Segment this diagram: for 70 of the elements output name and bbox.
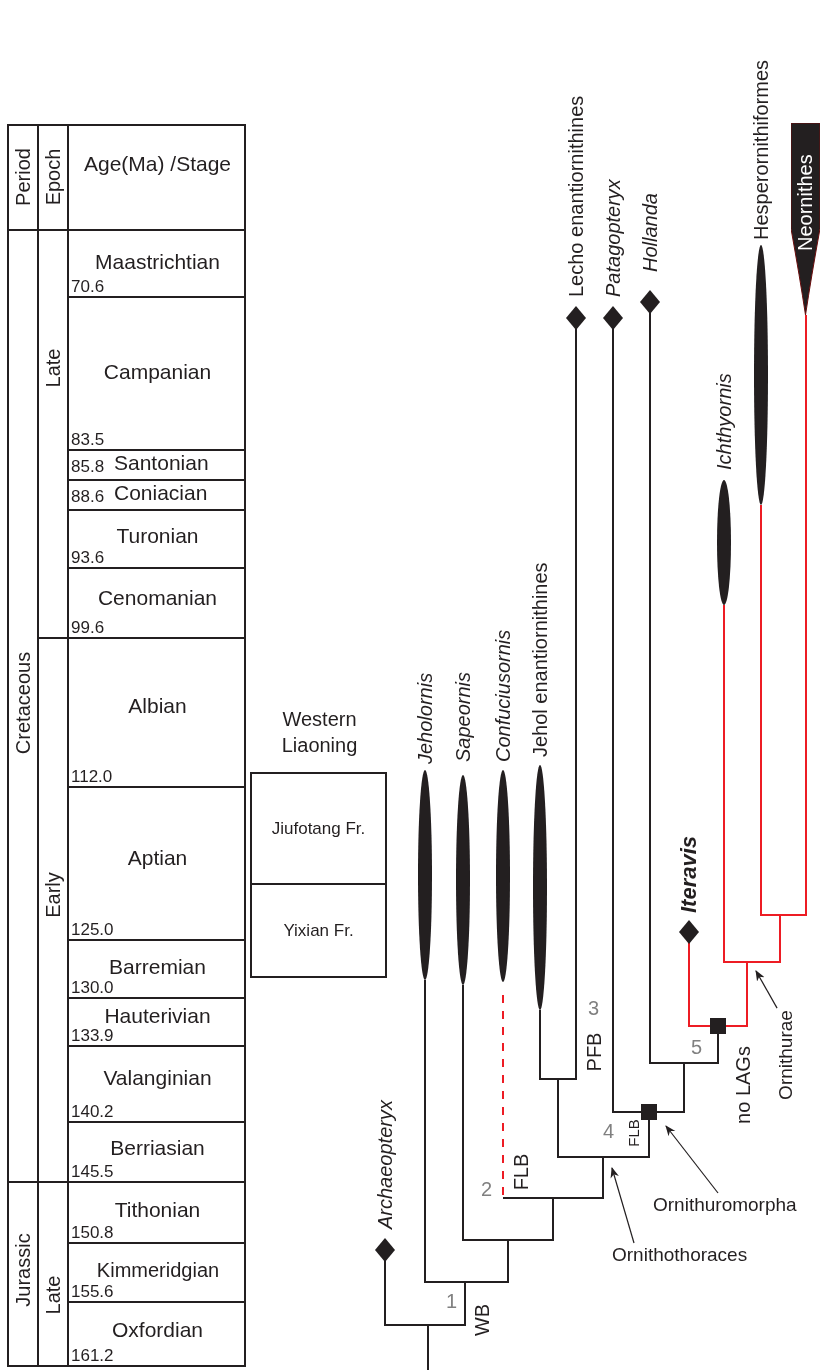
- formation-name: Yixian Fr.: [283, 920, 354, 941]
- age-value: 88.6: [71, 488, 105, 505]
- section-heading: Western Liaoning: [280, 707, 359, 758]
- node-number: 1: [446, 1290, 458, 1313]
- clade-label: Ornithothoraces: [612, 1244, 748, 1266]
- clade-label: Ornithurae: [775, 1010, 797, 1100]
- leader-arrow: [665, 1125, 719, 1194]
- age-value: 145.5: [71, 1163, 114, 1180]
- age-value: 150.8: [71, 1224, 114, 1241]
- age-value: 133.9: [71, 1027, 114, 1044]
- leader-arrow: [755, 970, 778, 1009]
- taxon-label: Ichthyornis: [712, 373, 736, 470]
- stage-label: Kimmeridgian: [95, 1259, 221, 1282]
- character-label: PFB: [582, 1032, 606, 1072]
- period-label: Jurassic: [11, 1233, 35, 1307]
- age-value: 161.2: [71, 1347, 114, 1364]
- column-header: Epoch: [41, 148, 65, 206]
- stage-label: Hauterivian: [103, 1004, 212, 1029]
- stage-label: Cenomanian: [96, 586, 219, 611]
- leader-arrow: [610, 1166, 635, 1244]
- taxon-label: Sapeornis: [451, 671, 475, 762]
- taxon-label: Jeholornis: [413, 672, 437, 764]
- stage-label: Valanginian: [102, 1066, 213, 1091]
- taxon-label: Patagopteryx: [601, 179, 625, 297]
- stage-label: Aptian: [126, 846, 189, 871]
- taxon-label: Lecho enantiornithines: [564, 95, 588, 297]
- character-label: WB: [470, 1303, 494, 1337]
- stage-label: Santonian: [114, 451, 209, 476]
- character-label: FLB: [509, 1153, 533, 1191]
- age-value: 155.6: [71, 1283, 114, 1300]
- taxon-label: Hollanda: [638, 193, 662, 272]
- stage-label: Coniacian: [114, 481, 208, 506]
- age-value: 125.0: [71, 921, 114, 938]
- column-header: Period: [11, 148, 35, 206]
- taxon-label: Confuciusornis: [491, 629, 515, 762]
- character-label: no LAGs: [731, 1046, 755, 1124]
- stage-label: Tithonian: [113, 1198, 202, 1223]
- taxon-label: Jehol enantiornithines: [528, 562, 552, 757]
- stage-label: Oxfordian: [110, 1318, 204, 1343]
- age-value: 112.0: [71, 768, 113, 785]
- node-number: 4: [603, 1121, 615, 1141]
- clade-range-wedge: Neornithes: [791, 123, 820, 315]
- age-value: 85.8: [71, 458, 105, 475]
- character-label: FLB: [625, 1119, 643, 1147]
- clade-label: Ornithuromorpha: [653, 1194, 797, 1216]
- formation-name: Jiufotang Fr.: [271, 818, 366, 839]
- age-value: 140.2: [71, 1103, 114, 1120]
- stage-label: Berriasian: [109, 1136, 206, 1161]
- epoch-label: Late: [41, 348, 65, 388]
- formation-box: [250, 885, 387, 978]
- node-number: 3: [588, 997, 600, 1020]
- epoch-label: Late: [41, 1275, 65, 1315]
- epoch-label: Early: [41, 872, 65, 918]
- period-label: Cretaceous: [11, 651, 35, 755]
- taxon-label: Hesperornithiformes: [749, 59, 773, 240]
- node-number: 5: [691, 1036, 703, 1059]
- age-value: 130.0: [71, 979, 114, 996]
- stage-label: Albian: [127, 694, 188, 719]
- age-value: 99.6: [71, 619, 105, 636]
- age-value: 83.5: [71, 431, 105, 448]
- stage-label: Turonian: [115, 524, 200, 549]
- taxon-label: Archaeopteryx: [373, 1100, 397, 1229]
- age-value: 93.6: [71, 549, 105, 566]
- age-value: 70.6: [71, 278, 105, 295]
- column-header: Age(Ma) /Stage: [82, 151, 233, 177]
- stage-label: Campanian: [102, 360, 213, 385]
- node-number: 2: [481, 1178, 493, 1201]
- stage-label: Barremian: [108, 955, 207, 980]
- stage-label: Maastrichtian: [94, 250, 221, 275]
- taxon-label: Iteravis: [676, 835, 702, 913]
